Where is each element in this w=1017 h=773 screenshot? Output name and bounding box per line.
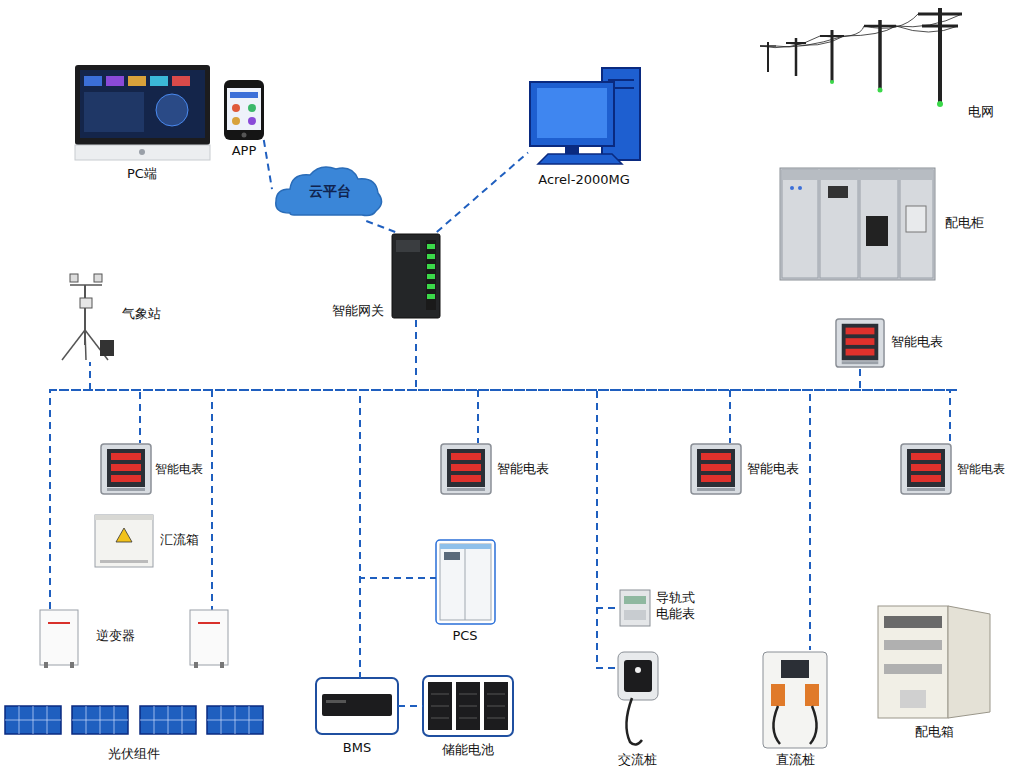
device-label: 智能电表 xyxy=(957,461,1005,477)
device-label: 智能网关 xyxy=(332,303,384,319)
device-node: 智能电表 xyxy=(440,443,492,495)
device-label: 气象站 xyxy=(122,306,161,322)
monitor-icon xyxy=(75,65,210,160)
gateway-icon xyxy=(392,234,440,318)
device-label: 配电箱 xyxy=(915,724,954,740)
solar-panel-icon xyxy=(5,706,263,734)
dashed-connector xyxy=(437,153,528,233)
dc-charger-icon xyxy=(763,652,827,748)
device-label: 储能电池 xyxy=(442,742,494,758)
dashed-connector xyxy=(416,320,615,668)
device-node: 配电柜 xyxy=(780,168,935,280)
device-label: 汇流箱 xyxy=(160,532,199,548)
meter-icon xyxy=(441,444,491,494)
device-node: 智能电表 xyxy=(900,443,952,495)
device-node: 气象站 xyxy=(55,270,120,362)
device-node: 汇流箱 xyxy=(95,515,153,567)
meter-icon xyxy=(101,444,151,494)
device-node: 智能电表 xyxy=(100,443,152,495)
device-label: 配电柜 xyxy=(945,215,984,231)
weather-station-icon xyxy=(62,274,114,360)
dashed-connector xyxy=(416,320,860,390)
pcs-cabinet-icon xyxy=(436,540,495,624)
device-node: Acrel-2000MG xyxy=(528,68,640,164)
phone-icon xyxy=(224,80,264,140)
dashed-connector xyxy=(366,221,395,232)
device-label: PC端 xyxy=(127,166,157,182)
dashed-connector xyxy=(398,705,423,707)
device-node: PCS xyxy=(436,540,495,624)
meter-icon xyxy=(901,444,951,494)
device-node: 光伏组件 xyxy=(5,705,263,737)
dashed-connector xyxy=(360,320,416,678)
device-node: PC端 xyxy=(75,65,210,160)
dashed-connector xyxy=(416,320,810,650)
device-label: 电网 xyxy=(968,104,994,120)
device-label: Acrel-2000MG xyxy=(538,172,630,188)
device-label: PCS xyxy=(452,628,477,644)
rail-meter-icon xyxy=(620,590,650,626)
device-node: 直流桩 xyxy=(760,650,830,750)
device-label: 直流桩 xyxy=(776,752,815,768)
device-label: 智能电表 xyxy=(747,461,799,477)
meter-icon xyxy=(691,444,741,494)
dashed-connector xyxy=(50,320,416,610)
device-label: BMS xyxy=(343,740,371,756)
dashed-connector xyxy=(264,140,272,189)
device-node: 逆变器 xyxy=(40,610,78,665)
device-label: 交流桩 xyxy=(618,752,657,768)
meter-icon xyxy=(836,319,884,367)
device-node: 智能电表 xyxy=(835,318,885,368)
dashed-connector xyxy=(90,320,416,390)
dashed-connector xyxy=(416,320,620,608)
power-line-icon xyxy=(755,3,965,110)
device-node: 导轨式 电能表 xyxy=(620,590,650,626)
cloud-label: 云平台 xyxy=(272,183,387,201)
device-label: 智能电表 xyxy=(155,461,203,477)
device-node: 交流桩 xyxy=(615,650,660,750)
device-label: 导轨式 电能表 xyxy=(656,590,698,622)
device-node: 电网 xyxy=(755,3,965,110)
cloud-node: 云平台 xyxy=(272,163,387,221)
device-label: 光伏组件 xyxy=(108,746,160,762)
device-label: 智能电表 xyxy=(497,461,549,477)
device-node: BMS xyxy=(316,678,398,734)
device-node: 储能电池 xyxy=(423,676,513,736)
computer-icon xyxy=(530,68,640,164)
ac-charger-icon xyxy=(618,652,658,745)
bms-icon xyxy=(316,678,398,734)
dashed-connector xyxy=(416,320,478,443)
dashed-connector xyxy=(416,320,950,443)
combiner-box-icon xyxy=(95,515,153,567)
device-label: 智能电表 xyxy=(891,334,943,350)
device-node: 配电箱 xyxy=(878,606,990,718)
device-node: 智能电表 xyxy=(690,443,742,495)
battery-icon xyxy=(423,676,513,736)
device-node: APP xyxy=(222,78,266,140)
switchgear-icon xyxy=(780,168,935,280)
device-label: 逆变器 xyxy=(96,628,135,644)
bus-line xyxy=(50,390,962,610)
distribution-box-icon xyxy=(878,606,990,718)
device-label: APP xyxy=(232,143,257,159)
dashed-connector xyxy=(140,320,416,443)
device-node: 智能网关 xyxy=(390,232,442,320)
dashed-connector xyxy=(360,320,436,578)
inverter-icon xyxy=(40,610,228,668)
dashed-connector xyxy=(416,320,730,443)
